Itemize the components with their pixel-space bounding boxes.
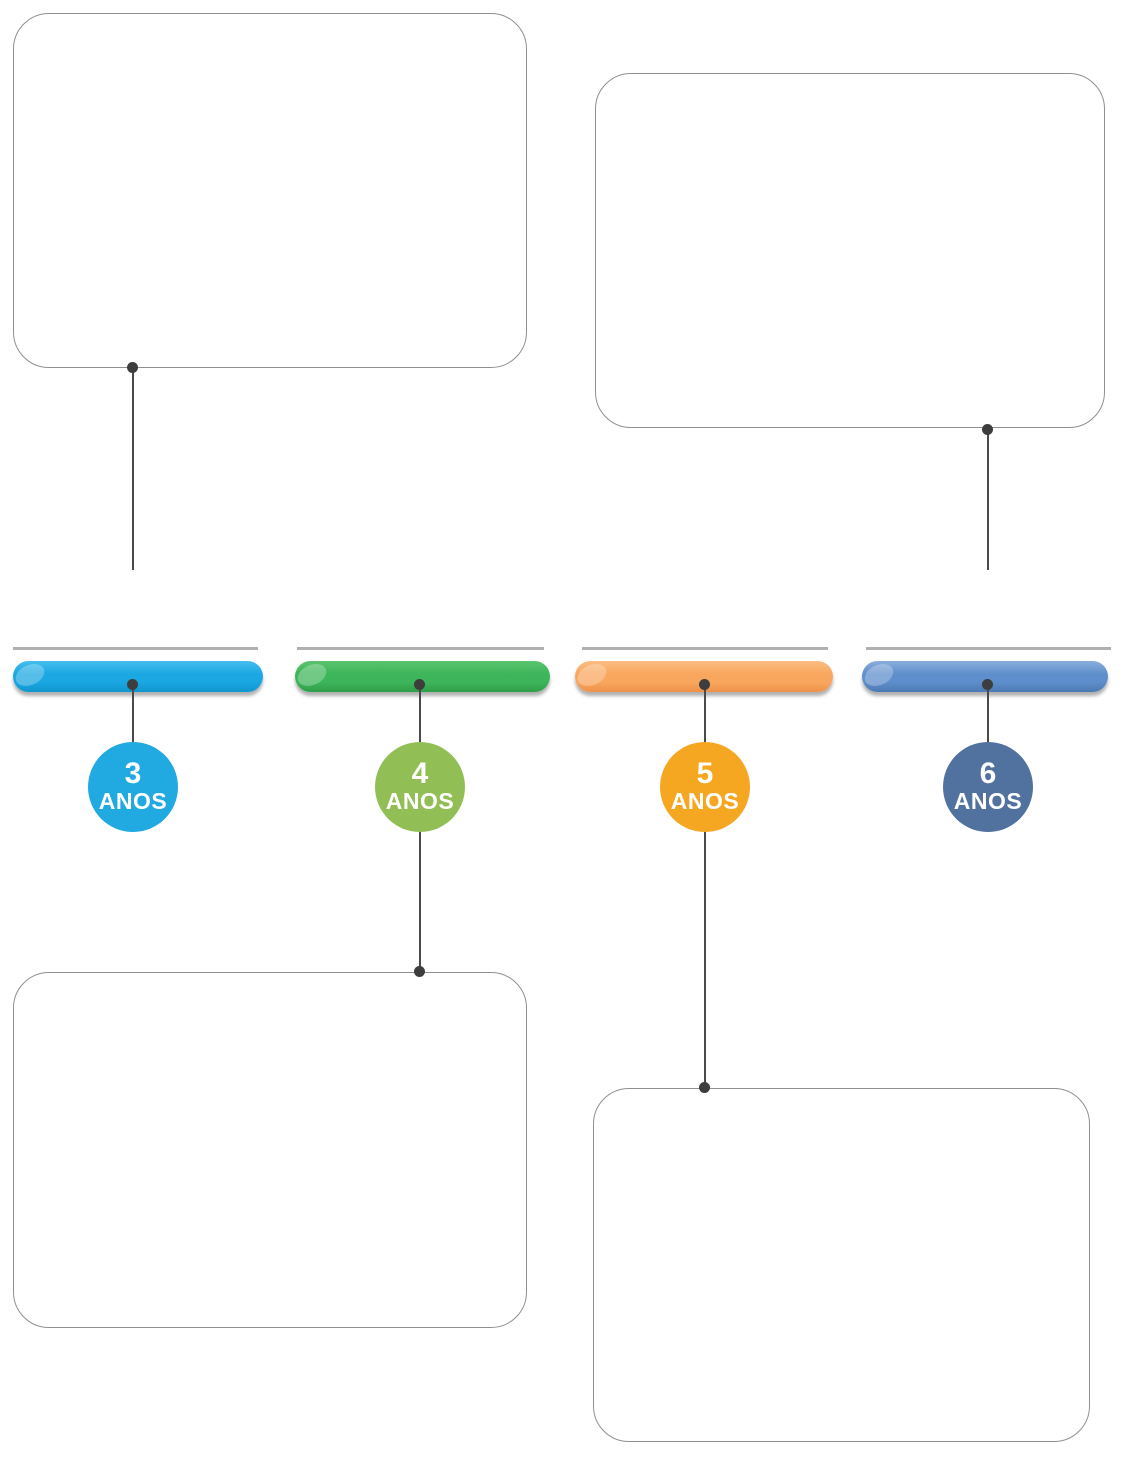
age-bar-3-anos xyxy=(13,661,263,692)
junction-dot-card-3-anos xyxy=(127,362,138,373)
age-number: 4 xyxy=(411,757,429,791)
age-number: 3 xyxy=(124,757,142,791)
timeline-rail-3-anos xyxy=(13,647,258,650)
junction-dot-bar-6-anos xyxy=(982,679,993,690)
junction-dot-card-5-anos xyxy=(699,1082,710,1093)
connector-bar-5-anos xyxy=(704,685,706,1088)
card-4-anos xyxy=(13,972,527,1328)
connector-bar-6-anos xyxy=(987,685,989,742)
timeline-rail-5-anos xyxy=(582,647,828,650)
junction-dot-bar-5-anos xyxy=(699,679,710,690)
junction-dot-bar-4-anos xyxy=(414,679,425,690)
card-5-anos xyxy=(593,1088,1090,1442)
junction-dot-card-4-anos xyxy=(414,966,425,977)
age-circle-5-anos: 5 ANOS xyxy=(660,742,750,832)
junction-dot-bar-3-anos xyxy=(127,679,138,690)
age-unit-label: ANOS xyxy=(670,788,740,815)
age-unit-label: ANOS xyxy=(385,788,455,815)
card-3-anos xyxy=(13,13,527,368)
junction-dot-card-6-anos xyxy=(982,424,993,435)
age-circle-3-anos: 3 ANOS xyxy=(88,742,178,832)
age-circle-6-anos: 6 ANOS xyxy=(943,742,1033,832)
age-number: 6 xyxy=(979,757,997,791)
age-circle-4-anos: 4 ANOS xyxy=(375,742,465,832)
connector-card-6-anos xyxy=(987,430,989,570)
timeline-rail-6-anos xyxy=(866,647,1111,650)
connector-card-3-anos xyxy=(132,368,134,570)
card-6-anos xyxy=(595,73,1105,428)
age-unit-label: ANOS xyxy=(98,788,168,815)
connector-bar-3-anos xyxy=(132,685,134,742)
timeline-rail-4-anos xyxy=(297,647,544,650)
age-unit-label: ANOS xyxy=(953,788,1023,815)
age-number: 5 xyxy=(696,757,714,791)
